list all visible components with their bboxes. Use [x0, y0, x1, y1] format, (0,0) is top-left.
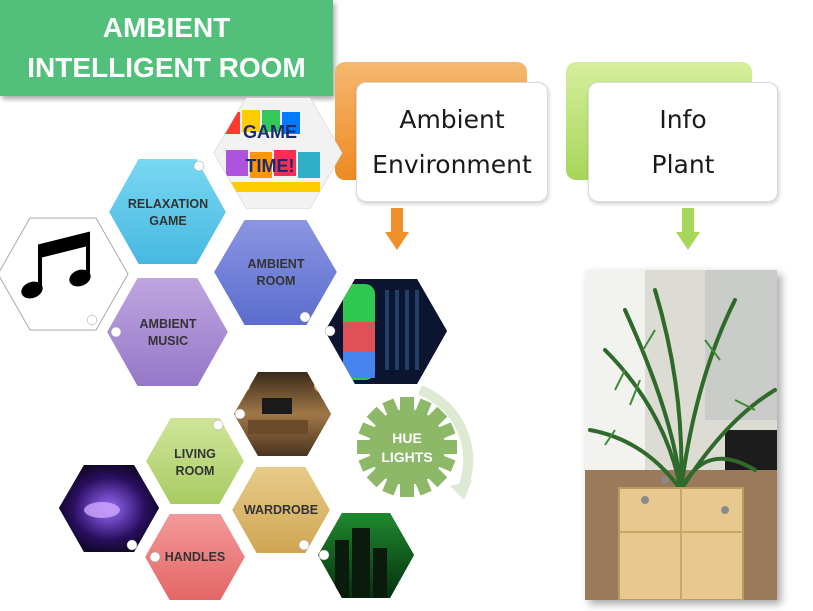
handles-hexagon[interactable]: HANDLES: [142, 512, 248, 602]
relaxation-game-line-1: RELAXATION: [128, 197, 208, 211]
info-plant-line-1: Info: [659, 105, 707, 134]
living-room-line-1: LIVING: [174, 447, 216, 461]
info-plant-photo: [585, 270, 777, 600]
ambient-environment-line-2: Environment: [372, 150, 532, 179]
ambient-environment-header: Ambient Environment: [356, 82, 548, 202]
ambient-room-hexagon[interactable]: AMBIENT ROOM: [211, 218, 340, 327]
game-time-photo: GAME TIME!: [213, 97, 343, 209]
title-line-2: INTELLIGENT ROOM: [27, 52, 306, 83]
game-logo-line-1: GAME: [243, 122, 297, 142]
hue-lights-gear[interactable]: HUE LIGHTS: [357, 385, 474, 500]
info-plant-header: Info Plant: [588, 82, 778, 202]
living-room-hexagon[interactable]: LIVING ROOM: [143, 416, 247, 506]
green-down-arrow: [676, 208, 700, 250]
plant-image: [585, 270, 777, 600]
glow-lights-photo: [324, 279, 447, 384]
ambient-music-hexagon[interactable]: AMBIENT MUSIC: [104, 276, 231, 388]
green-glow-photo: [318, 513, 414, 598]
relaxation-game-line-2: GAME: [149, 214, 187, 228]
ambient-environment-line-1: Ambient: [399, 105, 505, 134]
handles-label: HANDLES: [165, 550, 225, 564]
relaxation-game-hexagon[interactable]: RELAXATION GAME: [106, 157, 229, 266]
hue-line-2: LIGHTS: [381, 449, 432, 465]
info-plant-line-2: Plant: [651, 150, 715, 179]
living-room-line-2: ROOM: [176, 464, 215, 478]
title-line-1: AMBIENT: [102, 12, 231, 43]
wardrobe-label: WARDROBE: [244, 503, 318, 517]
hue-line-1: HUE: [392, 430, 422, 446]
ambient-room-line-1: AMBIENT: [248, 257, 305, 271]
game-logo-line-2: TIME!: [246, 156, 295, 176]
ambient-room-line-2: ROOM: [257, 274, 296, 288]
living-room-photo: [234, 372, 331, 456]
music-note-photo: [0, 217, 129, 331]
ambient-music-line-2: MUSIC: [148, 334, 188, 348]
music-note-icon: [21, 231, 91, 299]
orange-down-arrow: [385, 208, 409, 250]
ambient-music-line-1: AMBIENT: [140, 317, 197, 331]
wardrobe-hexagon[interactable]: WARDROBE: [229, 465, 333, 555]
uv-light-photo: [59, 465, 159, 552]
title-banner: AMBIENT INTELLIGENT ROOM: [0, 0, 333, 96]
